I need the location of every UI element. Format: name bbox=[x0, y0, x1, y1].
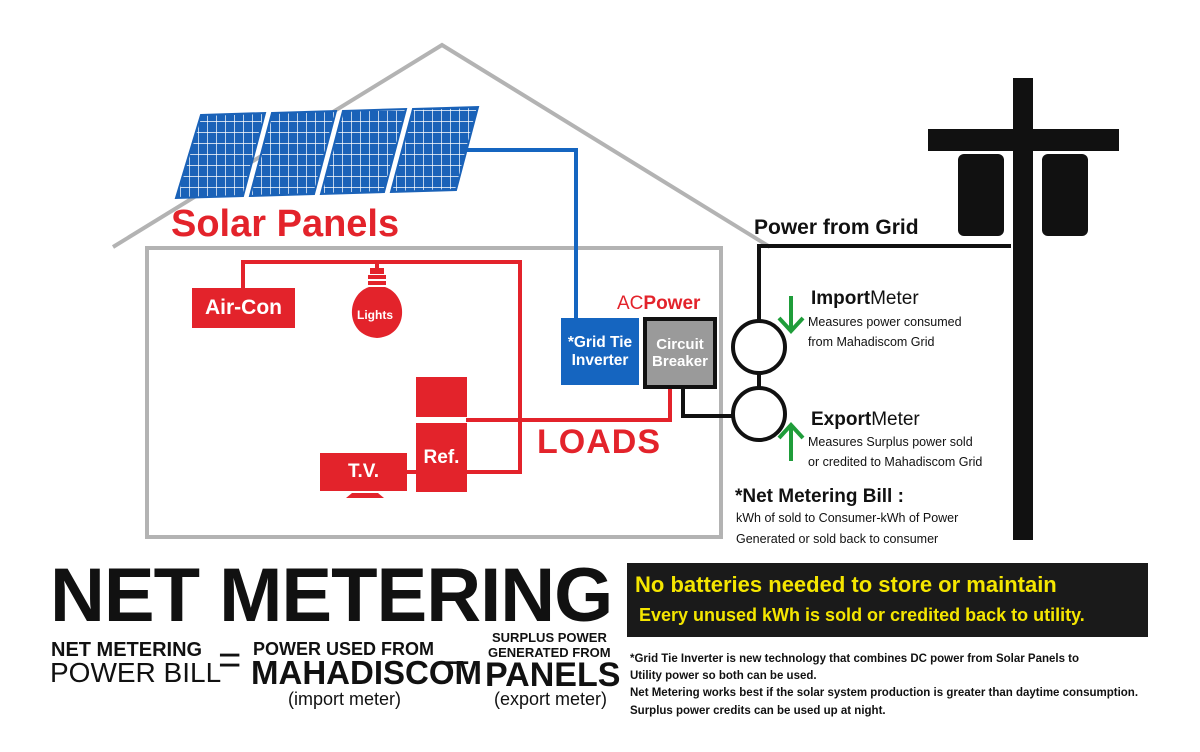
solar-panel bbox=[174, 111, 267, 200]
import-down-arrow-icon bbox=[777, 296, 805, 334]
ref-appliance: Ref. bbox=[416, 423, 467, 492]
formula-right-top2: GENERATED FROM bbox=[488, 645, 611, 660]
import-meter-title: ImportMeter bbox=[811, 288, 919, 310]
footnote-3: Net Metering works best if the solar sys… bbox=[630, 687, 1139, 699]
formula-right-sub: (export meter) bbox=[494, 689, 608, 709]
ac-power-label: ACPower bbox=[617, 294, 700, 313]
formula-equals: = bbox=[218, 638, 242, 682]
utility-pole bbox=[928, 78, 1119, 540]
import-meter-title-rest: Meter bbox=[870, 288, 919, 309]
export-meter-title-bold: Export bbox=[811, 409, 872, 430]
ref-label: Ref. bbox=[423, 446, 460, 468]
dc-wire bbox=[467, 148, 578, 318]
footnote-2: Utility power so both can be used. bbox=[630, 670, 817, 682]
solar-panel-array bbox=[174, 105, 480, 200]
inverter-line2: Inverter bbox=[571, 351, 629, 369]
ac-power-prefix: AC bbox=[617, 293, 644, 314]
formula-mid-big: MAHADISCOM bbox=[251, 654, 482, 691]
formula-right-big: PANELS bbox=[485, 656, 621, 694]
power-from-grid-label: Power from Grid bbox=[754, 216, 919, 239]
house-body bbox=[145, 246, 723, 539]
circuit-breaker: Circuit Breaker bbox=[643, 317, 717, 389]
solar-panel bbox=[319, 107, 408, 196]
ref-freezer-compartment bbox=[416, 377, 467, 417]
breaker-line1: Circuit bbox=[656, 335, 704, 353]
tv-stand bbox=[346, 493, 384, 498]
export-up-arrow-icon bbox=[777, 422, 805, 461]
solar-panel bbox=[389, 105, 480, 194]
page-title: NET METERING bbox=[50, 553, 613, 638]
promo-banner: No batteries needed to store or maintain… bbox=[627, 563, 1148, 637]
aircon-label: Air-Con bbox=[205, 295, 282, 319]
solar-panels-label: Solar Panels bbox=[171, 203, 400, 245]
footnote-4: Surplus power credits can be used up at … bbox=[630, 705, 886, 717]
formula-minus: – bbox=[446, 638, 469, 682]
import-meter-desc1: Measures power consumed bbox=[808, 315, 962, 329]
net-metering-bill-title: *Net Metering Bill : bbox=[735, 486, 904, 507]
footnote-1: *Grid Tie Inverter is new technology tha… bbox=[630, 653, 1080, 665]
ac-power-suffix: Power bbox=[643, 293, 701, 314]
tv-appliance: T.V. bbox=[320, 453, 407, 491]
import-meter-desc2: from Mahadiscom Grid bbox=[808, 335, 935, 349]
aircon-appliance: Air-Con bbox=[192, 288, 295, 328]
inverter-line1: *Grid Tie bbox=[567, 333, 633, 351]
export-meter-desc2: or credited to Mahadiscom Grid bbox=[808, 455, 983, 469]
loads-label: LOADS bbox=[537, 423, 661, 461]
formula-left-top: NET METERING bbox=[51, 639, 203, 661]
lights-label: Lights bbox=[357, 308, 393, 322]
solar-panel bbox=[248, 109, 338, 198]
export-meter-desc1: Measures Surplus power sold bbox=[808, 435, 973, 449]
grid-tie-inverter: *Grid Tie Inverter bbox=[561, 318, 639, 385]
ac-wiring bbox=[241, 260, 672, 474]
net-bill-line2: Generated or sold back to consumer bbox=[736, 531, 939, 546]
export-meter-title: ExportMeter bbox=[811, 409, 920, 431]
import-meter-title-bold: Import bbox=[811, 288, 871, 309]
export-meter-description: Measures Surplus power sold or credited … bbox=[808, 432, 982, 472]
promo-line2: Every unused kWh is sold or credited bac… bbox=[639, 605, 1085, 625]
formula-right-top1: SURPLUS POWER bbox=[492, 630, 607, 645]
light-bulb-icon bbox=[351, 268, 403, 338]
export-meter-title-rest: Meter bbox=[871, 409, 920, 430]
tv-label: T.V. bbox=[348, 461, 379, 483]
import-meter-description: Measures power consumed from Mahadiscom … bbox=[808, 312, 962, 352]
promo-line1: No batteries needed to store or maintain bbox=[635, 572, 1057, 597]
net-bill-line1: kWh of sold to Consumer-kWh of Power bbox=[736, 511, 959, 525]
import-meter bbox=[731, 319, 787, 375]
formula-mid-top: POWER USED FROM bbox=[253, 639, 435, 659]
formula-mid-sub: (import meter) bbox=[288, 689, 402, 709]
breaker-line2: Breaker bbox=[652, 353, 708, 370]
formula-left-bottom: POWER BILL bbox=[50, 657, 222, 688]
net-metering-bill-description: kWh of sold to Consumer-kWh of Power Gen… bbox=[736, 508, 958, 549]
export-meter bbox=[731, 386, 787, 442]
